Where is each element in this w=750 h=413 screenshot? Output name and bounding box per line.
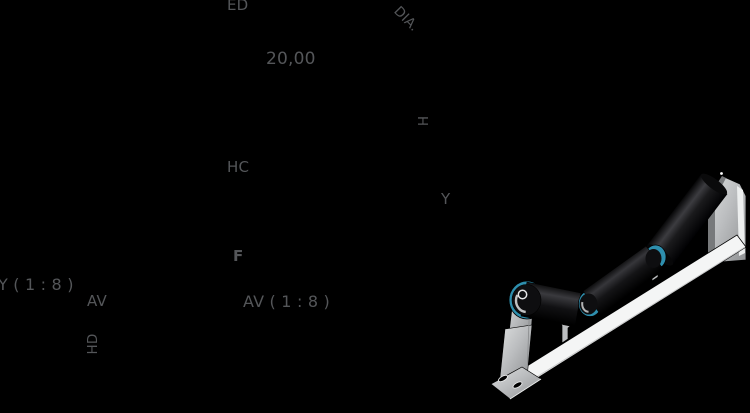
roller-end-cap [645, 249, 662, 268]
label-hc: HC [227, 158, 250, 176]
foot-slot [512, 381, 523, 389]
label-y: Y [441, 190, 451, 208]
idler-3d-view [490, 172, 747, 400]
label-av: AV [87, 292, 107, 310]
foot-slot [498, 374, 508, 383]
view-label-y-1-8: Y ( 1 : 8 ) [0, 275, 74, 294]
dimension-20-00: 20,00 [266, 49, 316, 69]
label-h: H [415, 115, 432, 127]
center-roller [578, 244, 667, 317]
label-dia: DIA. [390, 3, 422, 35]
shaft-end [517, 289, 528, 300]
foot-plate [490, 366, 542, 400]
label-f: F [233, 247, 244, 265]
label-ed: ED [227, 0, 249, 14]
view-label-av-1-8: AV ( 1 : 8 ) [243, 292, 330, 311]
label-hd: HD [84, 333, 101, 355]
side-roller-left [508, 280, 582, 328]
